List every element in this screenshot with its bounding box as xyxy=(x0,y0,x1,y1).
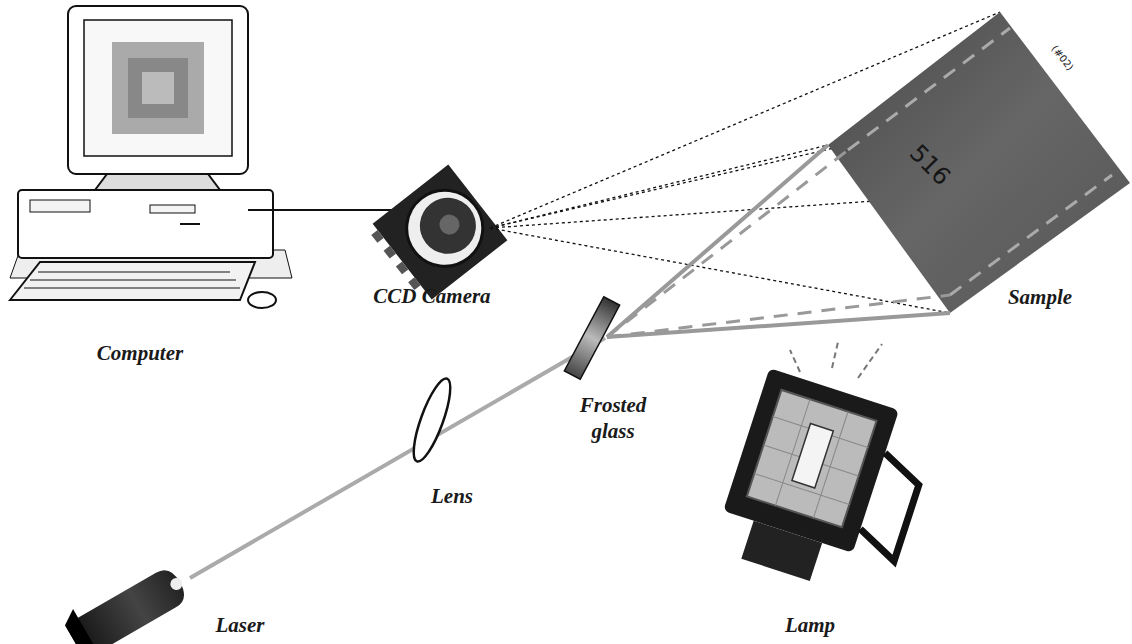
part-label: CCD Camera xyxy=(347,283,517,309)
camera-cable xyxy=(248,209,395,211)
laser-icon xyxy=(60,555,197,644)
diffused-beam-dashed xyxy=(607,150,950,337)
ccd-camera-icon xyxy=(366,165,507,305)
part-label: Computer xyxy=(60,340,220,366)
part-label: Lamp xyxy=(765,612,855,638)
frosted-glass-plate xyxy=(564,297,619,380)
laser-beam xyxy=(190,338,605,578)
part-label: Sample xyxy=(985,284,1095,310)
lens-symbol xyxy=(407,375,458,465)
part-label: Frosted glass xyxy=(572,392,654,445)
lamp-icon xyxy=(711,342,939,604)
sample-illumination-marks xyxy=(848,28,1112,295)
computer-icon xyxy=(10,6,292,308)
part-label: Lens xyxy=(412,483,492,509)
diffused-beam xyxy=(607,145,950,337)
sample-plate xyxy=(828,12,1130,313)
part-label: Laser xyxy=(195,612,285,638)
